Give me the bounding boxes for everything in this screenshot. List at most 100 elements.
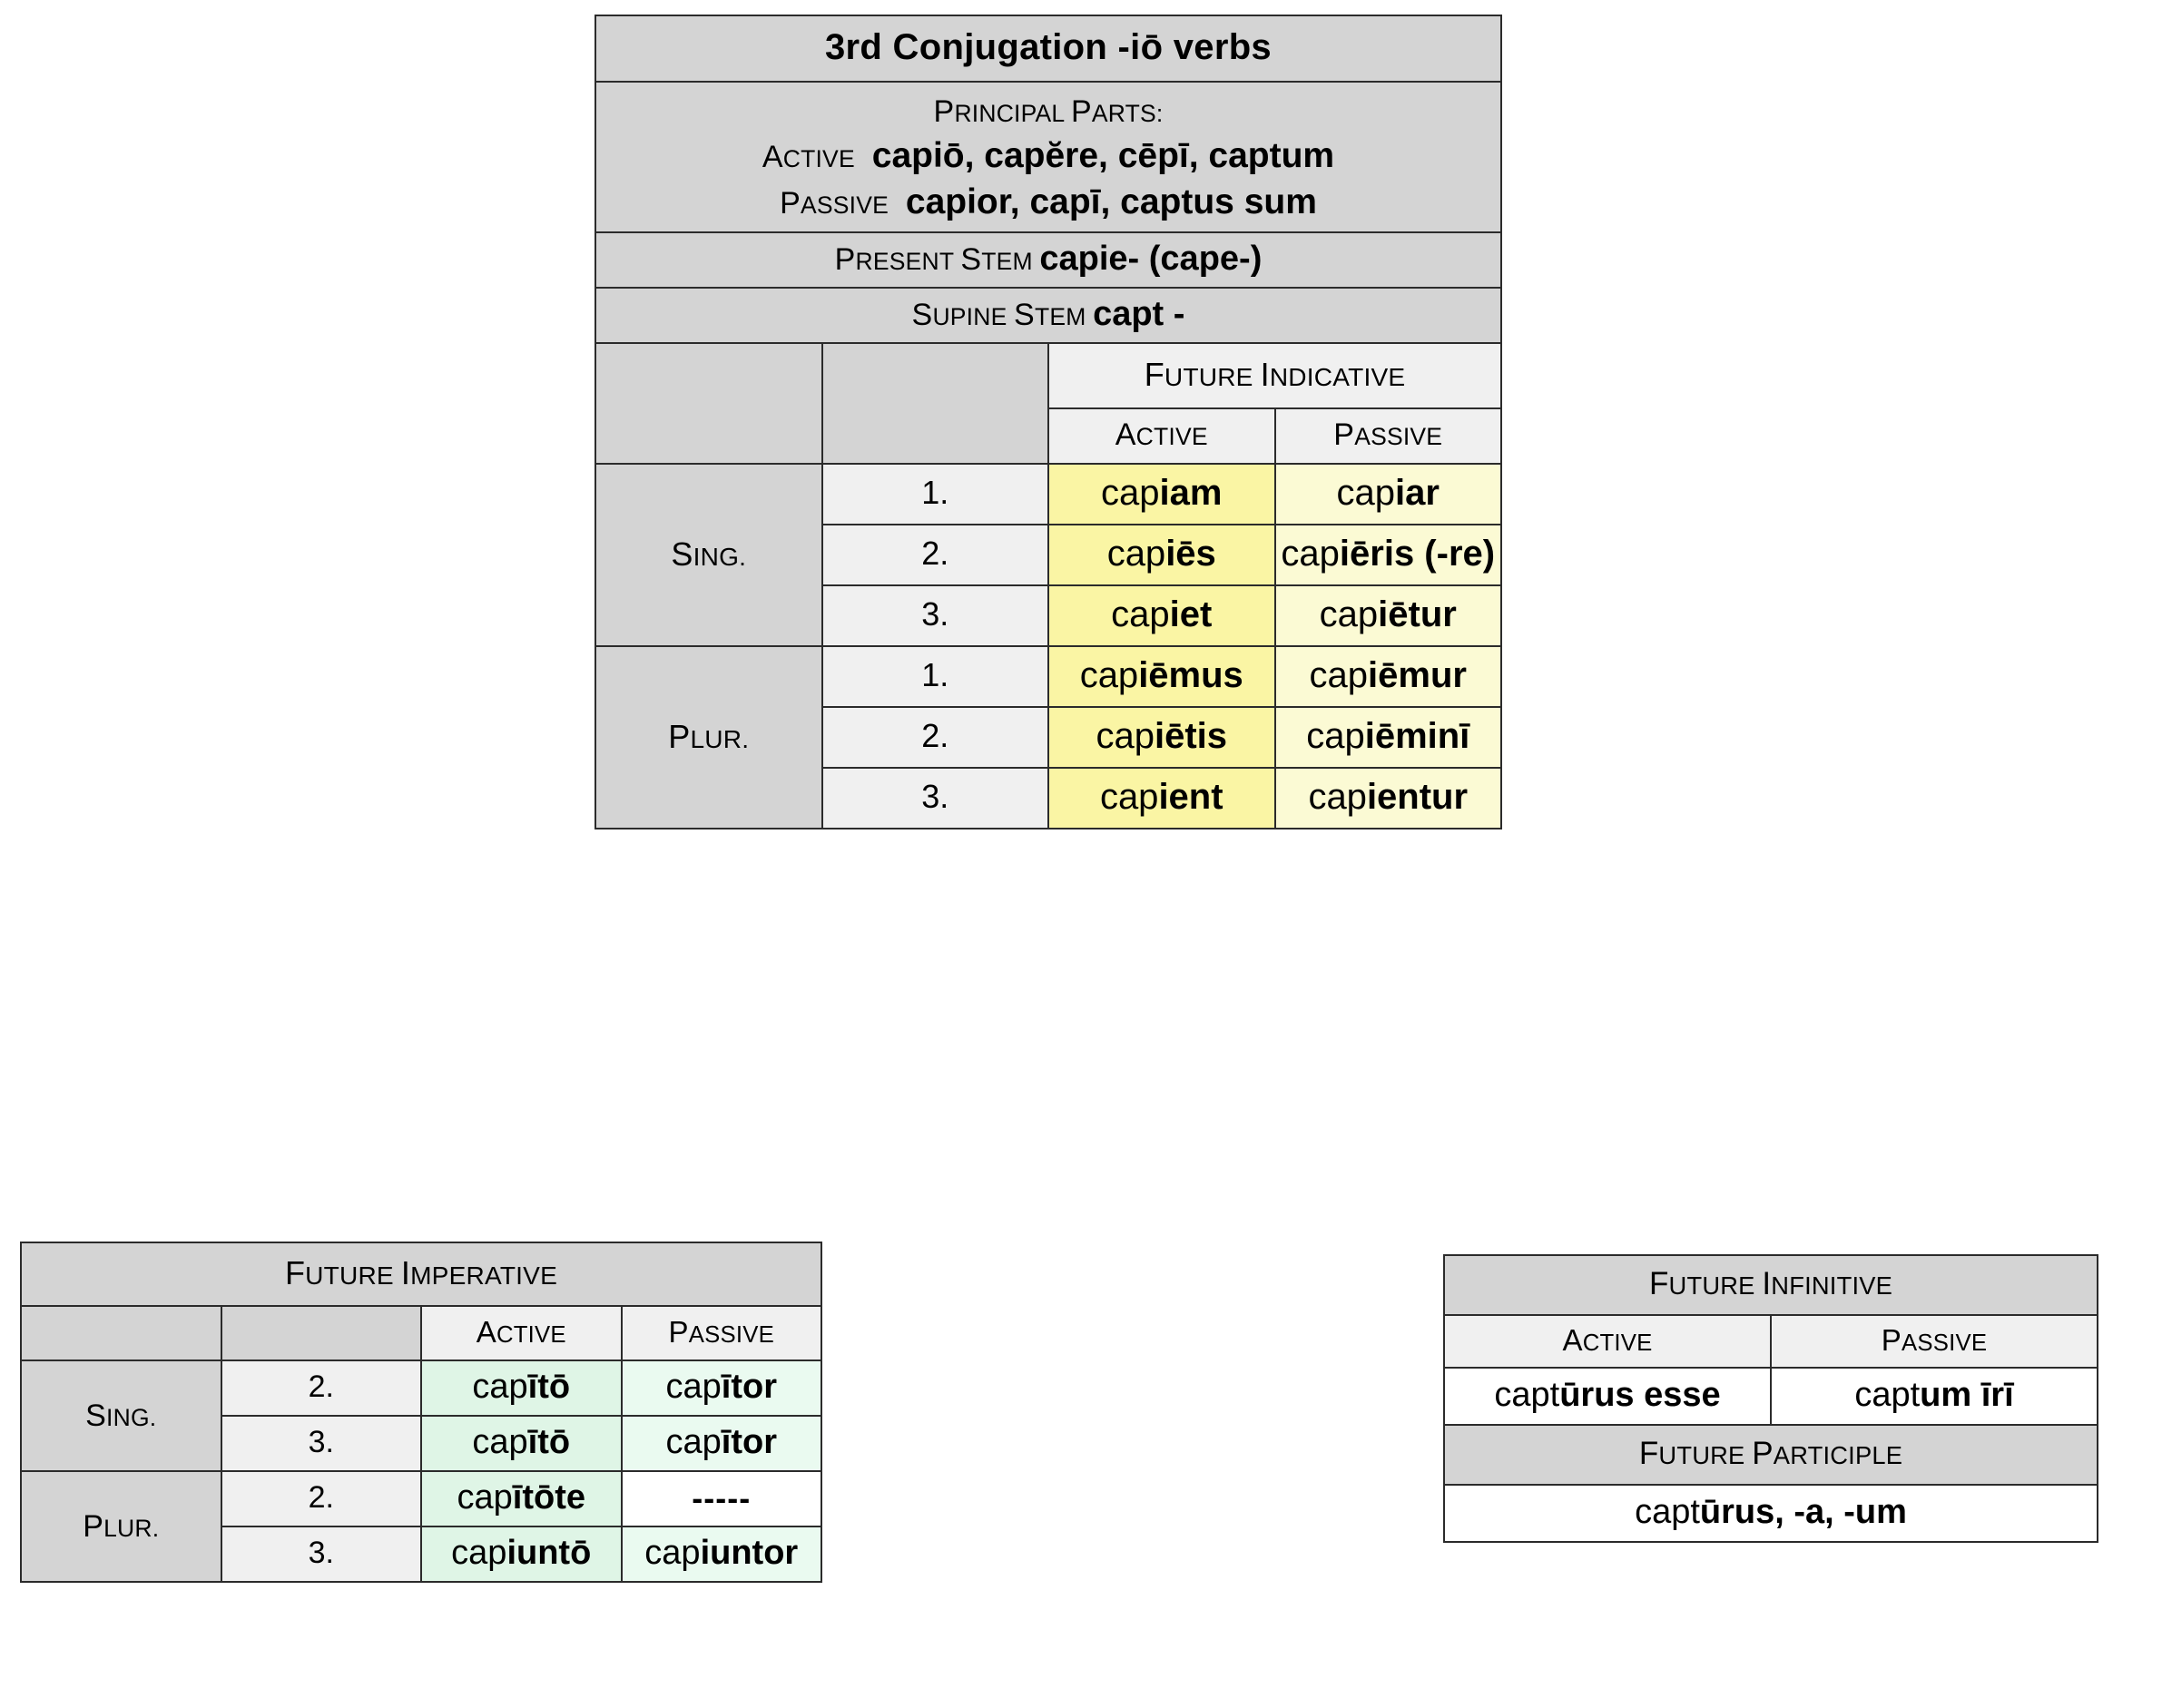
infinitive-column-header-active: ACTIVE — [1443, 1314, 1772, 1369]
imperative-voice-passive-cap: P — [668, 1315, 689, 1349]
verb-form-passive: capītor — [620, 1415, 822, 1472]
principal-parts-active-value: capiō, capĕre, cēpī, captum — [871, 135, 1335, 175]
verb-ending: iēmur — [1368, 654, 1467, 695]
verb-stem: cap — [665, 1423, 722, 1461]
person-number-cell: 2. — [220, 1360, 422, 1417]
participle-header-cap: F — [1638, 1436, 1659, 1471]
verb-stem: cap — [1336, 472, 1396, 513]
imperative-voice-passive-rest: ASSIVE — [688, 1322, 774, 1348]
verb-form-passive-empty: ----- — [620, 1470, 822, 1527]
verb-ending: iet — [1169, 594, 1213, 634]
infinitive-voice-passive-rest: ASSIVE — [1902, 1330, 1988, 1356]
verb-ending: iēmus — [1138, 654, 1243, 695]
future-indicative-table-container: 3rd Conjugation -iō verbs PRINCIPAL PART… — [595, 15, 1502, 829]
principal-parts-row: PRINCIPAL PARTS: ACTIVE capiō, capĕre, c… — [595, 81, 1502, 233]
verb-stem: cap — [1281, 533, 1340, 574]
imperative-corner-spacer-number-cell — [220, 1305, 422, 1361]
verb-stem: cap — [472, 1423, 528, 1461]
future-indicative-table: 3rd Conjugation -iō verbs PRINCIPAL PART… — [595, 15, 1502, 829]
table-row: capt ūrus esse captum īrī — [1443, 1367, 2098, 1426]
table-row: 2. capiēs capiēris (-re) — [595, 523, 1502, 586]
imperative-singular-label-rest: ING. — [106, 1403, 157, 1431]
imperative-voice-active-rest: CTIVE — [496, 1322, 566, 1348]
verb-ending: ītor — [721, 1423, 777, 1461]
verb-ending: ientur — [1366, 776, 1469, 817]
mood-header-rest2: NDICATIVE — [1269, 362, 1406, 391]
future-infinitive-header: FUTURE INFINITIVE — [1443, 1254, 2098, 1316]
verb-stem: cap — [1079, 654, 1139, 695]
imperative-voice-active-cap: A — [476, 1315, 496, 1349]
verb-stem: cap — [1309, 654, 1369, 695]
supine-stem-label-rest2: TEM — [1034, 302, 1094, 330]
passive-label-rest: ASSIVE — [800, 191, 889, 220]
infinitive-voice-active-cap: A — [1562, 1323, 1583, 1357]
verb-stem: cap — [1101, 472, 1160, 513]
table-row: 2. capiētis capiēminī — [595, 705, 1502, 769]
imperative-header-cap: F — [284, 1254, 306, 1291]
principal-parts-heading: PRINCIPAL PARTS: — [596, 92, 1500, 133]
future-infinitive-table-container: FUTURE INFINITIVE ACTIVE PASSIVE captūru… — [1443, 1254, 2098, 1543]
future-imperative-header: FUTURE IMPERATIVE — [20, 1242, 822, 1307]
verb-ending: ūrus, -a, -um — [1699, 1493, 1907, 1531]
column-header-passive: PASSIVE — [1273, 407, 1502, 465]
principal-parts-passive-line: PASSIVE capior, capī, captus sum — [596, 179, 1500, 225]
verb-ending: iar — [1395, 472, 1440, 513]
infinitive-voice-active-rest: CTIVE — [1582, 1330, 1653, 1356]
mood-header-rest: UTURE — [1164, 362, 1261, 391]
verb-ending: ūrus esse — [1559, 1376, 1721, 1414]
row-header-singular: SING. — [595, 462, 823, 647]
infinitive-form-passive: captum īrī — [1770, 1367, 2098, 1426]
future-indicative-header: FUTURE INDICATIVE — [1047, 341, 1502, 409]
supine-stem-label-cap: S — [911, 297, 933, 332]
imperative-plural-label-rest: LUR. — [103, 1514, 160, 1542]
principal-parts-heading-rest: RINCIPAL — [954, 100, 1071, 127]
infinitive-voice-header-row: ACTIVE PASSIVE — [1443, 1314, 2098, 1369]
mood-header-row: FUTURE INDICATIVE — [595, 341, 1502, 465]
verb-stem: capt — [1854, 1376, 1921, 1414]
verb-ending: iētur — [1378, 594, 1457, 634]
verb-stem: cap — [1308, 776, 1367, 817]
present-stem-value: capie- (cape-) — [1039, 239, 1263, 278]
infinitive-header-rest: UTURE — [1668, 1271, 1763, 1300]
future-imperative-table: FUTURE IMPERATIVE ACTIVE PASSIVE SING. 2… — [20, 1242, 822, 1583]
verb-ending: ient — [1158, 776, 1223, 817]
verb-stem: cap — [665, 1368, 722, 1406]
verb-stem: capt — [1635, 1493, 1700, 1531]
verb-form-passive: capiar — [1273, 462, 1502, 525]
verb-stem: cap — [1306, 715, 1365, 756]
table-title-row: 3rd Conjugation -iō verbs — [595, 15, 1502, 83]
verb-ending: iēminī — [1364, 715, 1470, 756]
verb-form-passive: capiētur — [1273, 584, 1502, 647]
participle-header-row: FUTURE PARTICIPLE — [1443, 1424, 2098, 1486]
imperative-column-header-active: ACTIVE — [420, 1305, 623, 1361]
verb-stem: cap — [457, 1478, 513, 1517]
person-number-cell: 3. — [220, 1526, 422, 1583]
present-stem-row: PRESENT STEM capie- (cape-) — [595, 231, 1502, 289]
verb-ending: iētis — [1154, 715, 1228, 756]
verb-form-active: capītō — [420, 1415, 623, 1472]
table-row: PLUR. 2. capītōte ----- — [20, 1470, 822, 1583]
verb-ending: iam — [1159, 472, 1223, 513]
verb-stem: cap — [1319, 594, 1379, 634]
imperative-voice-header-row: ACTIVE PASSIVE — [20, 1305, 822, 1361]
verb-ending: iēris (-re) — [1339, 533, 1496, 574]
present-stem-cell: PRESENT STEM capie- (cape-) — [595, 231, 1502, 289]
person-number-cell: 1. — [821, 644, 1049, 708]
participle-form: captūrus, -a, -um — [1443, 1484, 2098, 1543]
person-number-cell: 3. — [821, 584, 1049, 647]
verb-ending: ītō — [527, 1368, 571, 1406]
corner-spacer-number-cell — [821, 341, 1049, 465]
imperative-row-header-plural: PLUR. — [20, 1470, 222, 1583]
present-stem-label-cap: P — [834, 241, 856, 277]
imperative-singular-label-cap: S — [85, 1398, 107, 1433]
singular-label-rest: ING. — [693, 543, 747, 572]
future-participle-header: FUTURE PARTICIPLE — [1443, 1424, 2098, 1486]
verb-ending: um īrī — [1920, 1376, 2014, 1414]
verb-form-passive: capiuntor — [620, 1526, 822, 1583]
infinitive-column-header-passive: PASSIVE — [1770, 1314, 2098, 1369]
person-number-cell: 2. — [821, 705, 1049, 769]
infinitive-header-rest2: NFINITIVE — [1771, 1271, 1893, 1300]
table-row: SING. 1. capiam capiar — [595, 462, 1502, 647]
verb-stem: cap — [644, 1534, 701, 1572]
voice-active-rest: CTIVE — [1135, 422, 1208, 450]
